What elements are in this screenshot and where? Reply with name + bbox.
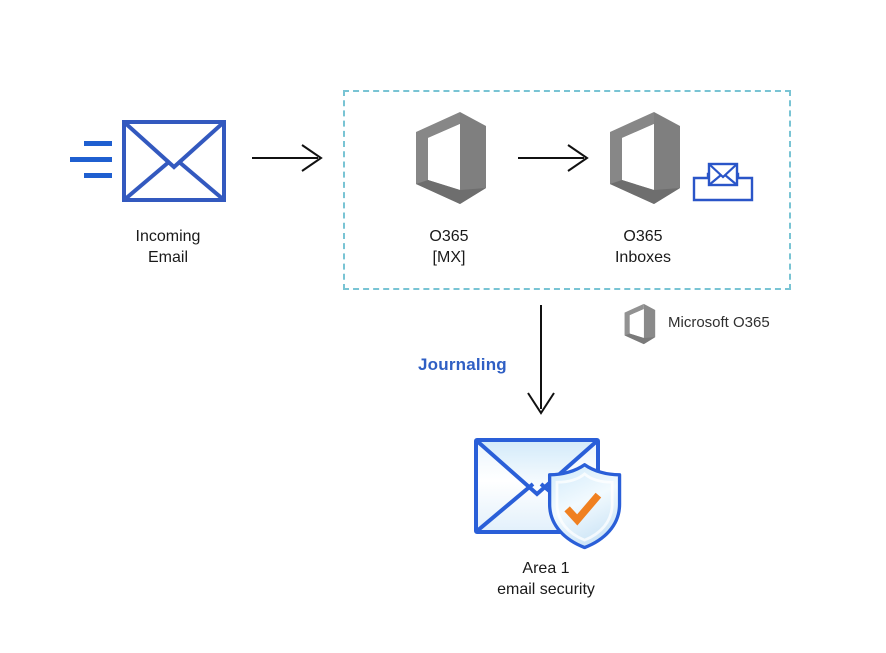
incoming-email-label: Incoming Email (135, 228, 201, 266)
inbox-tray-envelope-icon (692, 162, 754, 202)
arrow-head (301, 144, 323, 172)
incoming-email-icon (70, 115, 230, 215)
cube-right-face (643, 303, 656, 345)
cube-front-page (428, 124, 460, 190)
edge-journaling-label: Journaling (418, 355, 507, 374)
area1-envelope-flap (475, 439, 599, 497)
cube-right-face (654, 112, 680, 204)
o365-mx-icon (406, 110, 492, 206)
motion-line-bottom (84, 173, 112, 178)
edge-incoming-to-mx (252, 142, 326, 174)
badge-envelope-flap (708, 163, 738, 179)
area1-email-security-icon (470, 432, 630, 552)
o365-inboxes-badge (692, 160, 754, 204)
badge-envelope-crease-right (724, 174, 738, 186)
o365-inboxes-icon (600, 110, 686, 206)
envelope-with-motion-lines-icon (70, 120, 226, 202)
cube-bottom-shade (624, 333, 656, 345)
microsoft-o365-group-box (343, 90, 791, 290)
o365-inboxes-label: O365 Inboxes (614, 228, 672, 266)
area1-email-security-label: Area 1 email security (497, 560, 595, 598)
badge-envelope-crease-left (708, 174, 722, 186)
area1-envelope-crease-left (475, 482, 535, 533)
motion-line-top (84, 141, 112, 146)
cube-bottom-shade (416, 180, 486, 204)
area1-check-icon (564, 492, 602, 526)
area1-shield-highlight (555, 472, 614, 542)
arrow-head (527, 392, 555, 415)
o365-mx-label: O365 [MX] (429, 228, 469, 266)
office-365-cube-icon (610, 112, 680, 204)
office-365-cube-icon (624, 303, 656, 345)
envelope-flap (122, 120, 226, 170)
cube-front-page (629, 309, 644, 338)
edge-inboxes-to-area1 (522, 305, 560, 417)
cube-bottom-shade (610, 180, 680, 204)
office-365-cube-icon (416, 112, 486, 204)
legend-microsoft-o365-label: Microsoft O365 (668, 314, 770, 331)
area1-envelope-flap-fill (478, 442, 596, 494)
envelope-crease-right (176, 159, 226, 202)
motion-line-middle (70, 157, 112, 162)
envelope-crease-left (122, 159, 172, 202)
cube-right-face (460, 112, 486, 204)
edge-mx-to-inboxes (518, 142, 592, 174)
legend-microsoft-o365-icon (620, 303, 658, 345)
envelope-with-shield-check-icon (474, 438, 622, 550)
arrow-head (567, 144, 589, 172)
cube-front-page (622, 124, 654, 190)
